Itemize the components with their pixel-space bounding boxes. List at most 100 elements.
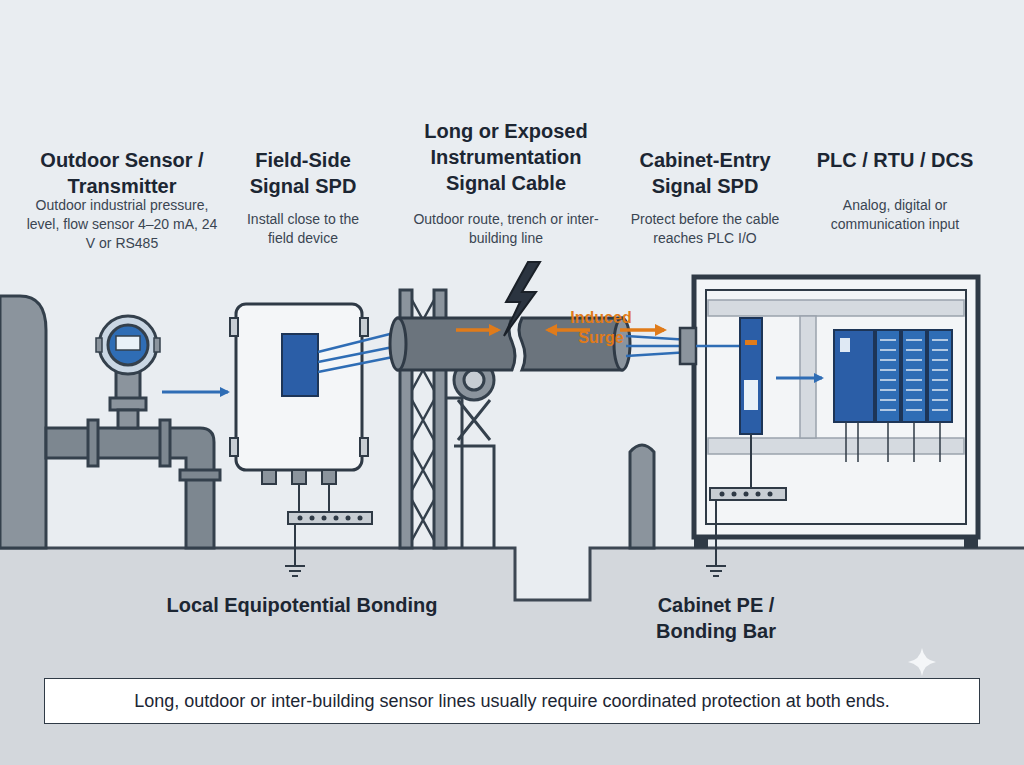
cabinet-part xyxy=(744,380,758,410)
pump xyxy=(446,360,494,548)
cabinet-part-part xyxy=(708,300,964,316)
transmitter-part xyxy=(116,372,140,400)
cabinet-bonding-bar-part-part xyxy=(713,575,719,577)
pipe-part xyxy=(46,428,214,548)
field-junction-box-part-part xyxy=(322,470,336,484)
cabinet-bonding-bar-part xyxy=(710,488,786,500)
pump-part xyxy=(446,398,462,548)
caption-box: Long, outdoor or inter-building sensor l… xyxy=(44,678,980,724)
surge-arrows-part xyxy=(620,328,664,332)
transmitter-part xyxy=(96,338,102,352)
column-heading: Cabinet-Entry Signal SPD xyxy=(615,147,795,199)
column-heading: Long or Exposed Instrumentation Signal C… xyxy=(401,118,611,196)
plc-rack-part xyxy=(840,338,948,410)
pipe xyxy=(46,420,220,548)
column-heading: PLC / RTU / DCS xyxy=(780,147,1010,173)
bonding-bar-part-part xyxy=(322,516,327,521)
plc-rack-part-part xyxy=(906,409,922,411)
cabinet-bonding-bar-part xyxy=(720,492,773,497)
transmitter xyxy=(96,316,160,428)
surge-arrows xyxy=(456,328,664,332)
plc-rack-part-part xyxy=(932,339,948,341)
transmitter-part xyxy=(108,325,148,365)
field-junction-box-part-part xyxy=(292,470,306,484)
cabinet-part xyxy=(706,290,966,524)
cabinet-part xyxy=(708,300,964,454)
cabinet-bonding-bar-part-part xyxy=(720,492,725,497)
transmitter-part xyxy=(154,338,160,352)
plc-rack-part-part xyxy=(906,389,922,391)
field-junction-box-part xyxy=(282,334,318,396)
plc-rack-part-part xyxy=(932,389,948,391)
ground xyxy=(0,548,1024,765)
pipe-part xyxy=(88,420,98,466)
cabinet-part xyxy=(750,434,752,488)
bonding-bar-part xyxy=(298,516,363,521)
field-junction-box-part xyxy=(318,332,398,372)
plc-rack-part-part xyxy=(932,369,948,371)
field-junction-box-part xyxy=(236,304,362,470)
plc-rack-part xyxy=(902,330,926,422)
cabinet-bonding-bar-part-part xyxy=(744,492,749,497)
bonding-bar-part xyxy=(288,512,372,524)
plc-rack-part-part xyxy=(913,422,915,462)
bonding-bar-part-part xyxy=(285,565,305,567)
signal-arrow xyxy=(162,391,228,394)
column-note: Outdoor route, trench or inter-building … xyxy=(411,210,601,248)
cabinet-part xyxy=(680,328,696,364)
plc-rack-part-part xyxy=(932,379,948,381)
cabinet-part xyxy=(696,345,740,348)
post xyxy=(630,445,654,548)
plc-rack-part-part xyxy=(932,359,948,361)
sparkle xyxy=(908,648,936,676)
cabinet-part-part xyxy=(696,345,740,348)
bonding-bar-part-part xyxy=(289,570,301,572)
surge-arrows-part xyxy=(456,328,498,332)
plc-rack-part-part xyxy=(880,379,896,381)
cabinet-bonding-bar-part-part xyxy=(732,492,737,497)
pipe-part xyxy=(180,470,220,480)
surge-label: Induced Surge xyxy=(546,308,656,348)
pump-part xyxy=(464,370,484,390)
bonding-bar-part-part xyxy=(292,575,298,577)
cabinet xyxy=(680,277,978,548)
plc-rack-part-part xyxy=(906,339,922,341)
cabinet-part-part xyxy=(750,434,752,488)
field-junction-box-part-part xyxy=(298,484,300,512)
pump-part xyxy=(458,400,490,440)
bonding-bar-part xyxy=(294,524,296,566)
caption: Long, outdoor or inter-building sensor l… xyxy=(134,691,889,712)
tank-part xyxy=(0,296,46,548)
field-junction-box xyxy=(230,304,398,512)
bonding-bar-part-part xyxy=(334,516,339,521)
bonding-bar-part-part xyxy=(346,516,351,521)
signal-cable-part xyxy=(390,318,406,370)
cabinet-part-part xyxy=(708,438,964,454)
plc-rack-part-part xyxy=(880,349,896,351)
plc-rack-part-part xyxy=(932,349,948,351)
plc-rack-part-part xyxy=(906,399,922,401)
bonding-bar-part-part xyxy=(358,516,363,521)
signal-cable-part xyxy=(398,318,515,370)
field-junction-box-part xyxy=(230,438,238,456)
cabinet-bonding-bar-part xyxy=(706,566,726,576)
ground-part xyxy=(0,548,1024,600)
column-note: Outdoor industrial pressure, level, flow… xyxy=(22,196,222,253)
lightning-bolt xyxy=(504,262,540,336)
signal-cable xyxy=(390,318,690,370)
cabinet-bonding-bar-part-part xyxy=(710,570,722,572)
cabinet-bonding-bar-part xyxy=(715,500,717,566)
plc-rack-part-part xyxy=(857,422,859,462)
field-junction-box-part xyxy=(360,318,368,336)
plc-rack-part-part xyxy=(880,339,896,341)
cabinet-bonding-bar xyxy=(706,488,786,576)
field-junction-box-part-part xyxy=(328,484,330,512)
cabinet-part xyxy=(776,377,822,380)
plc-rack-part-part xyxy=(880,369,896,371)
cabinet-bonding-bar-part-part xyxy=(768,492,773,497)
plc-rack-part xyxy=(928,330,952,422)
bonding-bar-part-part xyxy=(298,516,303,521)
plc-rack-part-part xyxy=(887,422,889,462)
column-note: Protect before the cable reaches PLC I/O xyxy=(620,210,790,248)
